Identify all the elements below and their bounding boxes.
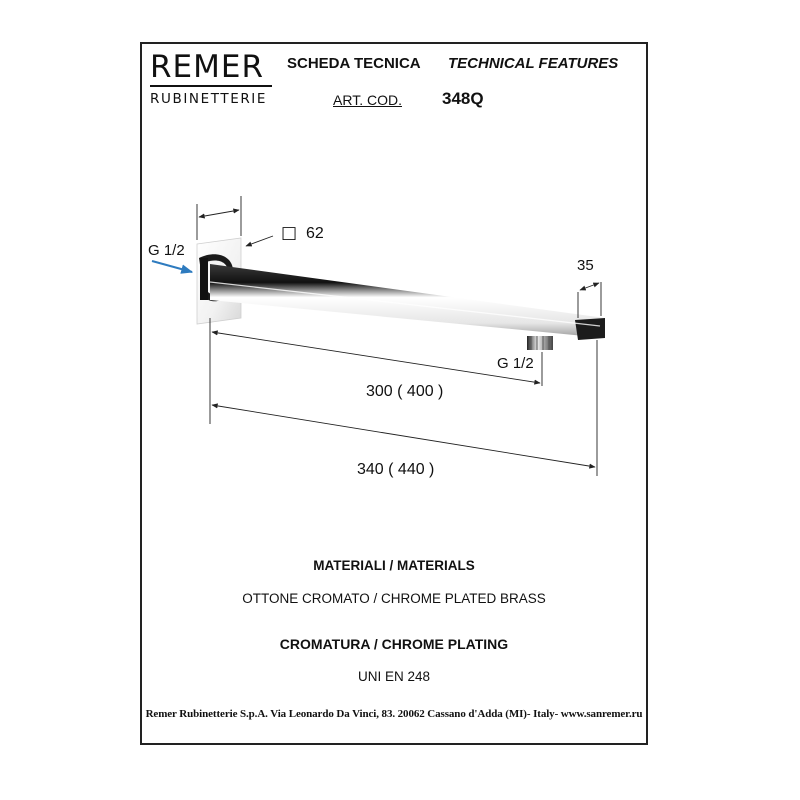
materials-value: OTTONE CROMATO / CHROME PLATED BRASS xyxy=(242,591,546,606)
brand-name: REMER xyxy=(150,49,264,85)
plating-heading: CROMATURA / CHROME PLATING xyxy=(279,636,509,652)
inlet-thread-label: G 1/2 xyxy=(148,242,185,259)
technical-drawing: G 1/2 □ 62 35 G 1/2 300 ( 400 ) 340 ( 44… xyxy=(148,196,605,478)
arm-section-label: 35 xyxy=(577,257,594,274)
sheet-title-it: SCHEDA TECNICA xyxy=(287,55,421,72)
outlet-thread-label: G 1/2 xyxy=(497,355,534,372)
shower-arm xyxy=(209,264,605,340)
brand-subtitle: RUBINETTERIE xyxy=(150,91,268,107)
brand-logo: REMER RUBINETTERIE xyxy=(150,50,272,107)
inner-length-label: 300 ( 400 ) xyxy=(366,383,443,400)
dimension-lines xyxy=(198,208,600,469)
company-footer: Remer Rubinetterie S.p.A. Via Leonardo D… xyxy=(145,708,643,720)
art-code-value: 348Q xyxy=(442,89,484,108)
brand-divider xyxy=(150,85,272,87)
plate-size-label: 62 xyxy=(306,225,324,242)
inlet-arrow xyxy=(151,260,194,274)
art-code-label: ART. COD. xyxy=(333,92,402,108)
plating-value: UNI EN 248 xyxy=(357,669,431,684)
materials-heading: MATERIALI / MATERIALS xyxy=(313,558,475,573)
total-length-label: 340 ( 440 ) xyxy=(357,461,434,478)
extension-lines xyxy=(196,196,602,476)
square-symbol: □ xyxy=(281,223,297,243)
sheet-title-en: TECHNICAL FEATURES xyxy=(448,55,619,72)
outlet-connector xyxy=(527,336,553,350)
sheet-frame xyxy=(140,42,648,745)
